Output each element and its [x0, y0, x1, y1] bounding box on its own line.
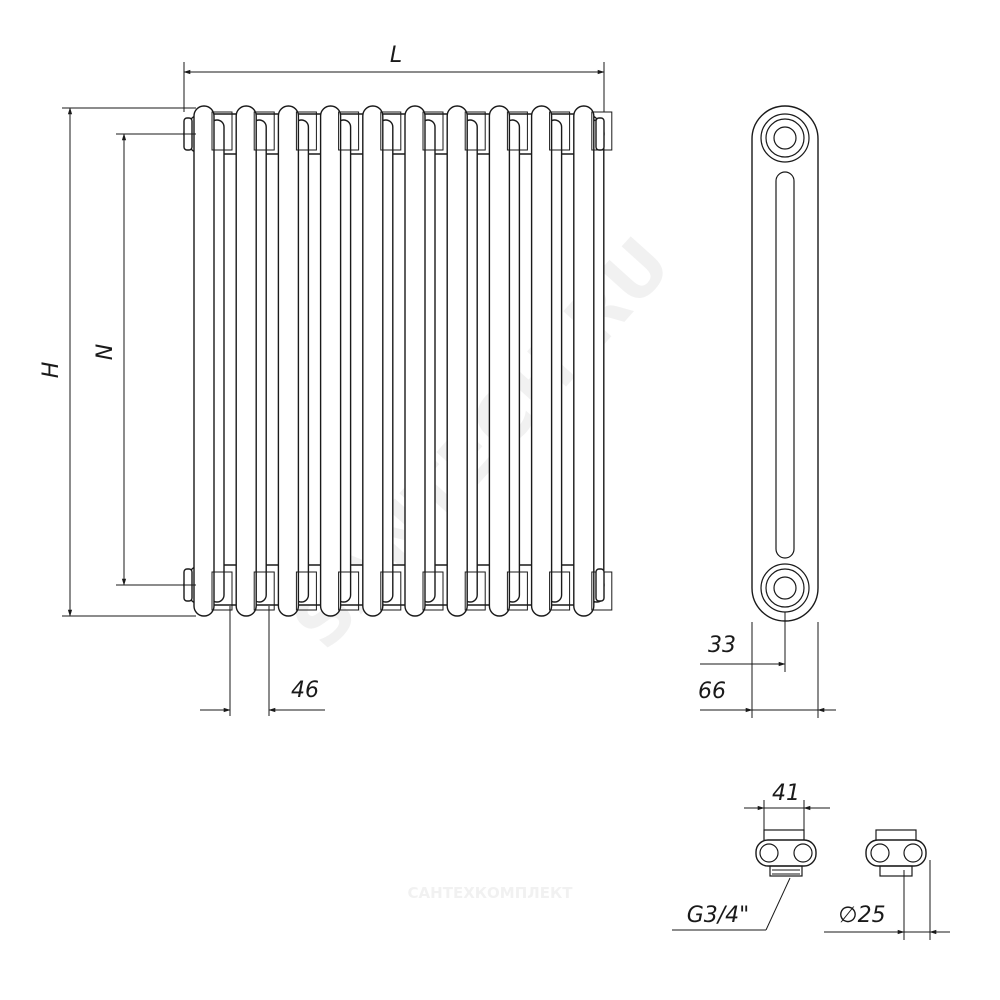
dimension-depth: 66: [698, 622, 836, 718]
end-plug: [595, 117, 605, 151]
dimension-diameter: ∅25: [824, 860, 950, 940]
dimension-label-fitting-width: 41: [772, 781, 800, 806]
radiator-section: [446, 105, 486, 617]
radiator-section: [404, 105, 444, 617]
threaded-fitting: [755, 829, 817, 877]
dimension-label-axis-offset: 33: [708, 633, 736, 658]
dimension-label-height: H: [39, 362, 64, 379]
plain-fitting: [865, 829, 927, 877]
dimension-axis: N: [93, 133, 196, 586]
dimension-label-axis: N: [93, 344, 118, 360]
dimension-label-pitch: 46: [291, 678, 319, 703]
end-plug: [595, 568, 605, 602]
dimension-label-thread: G3/4": [687, 903, 750, 928]
dimension-label-depth: 66: [698, 679, 726, 704]
radiator-section: [573, 105, 613, 617]
side-channel-slot: [775, 171, 795, 559]
side-view: [751, 105, 819, 622]
radiator-section: [235, 105, 275, 617]
radiator-section: [488, 105, 528, 617]
dimension-height: H: [39, 107, 196, 617]
dimension-length: L: [183, 43, 605, 112]
top-connection: [760, 113, 810, 163]
dimension-pitch: 46: [200, 606, 325, 716]
front-view: [183, 105, 613, 617]
radiator-section: [362, 105, 402, 617]
radiator-section: [319, 105, 360, 617]
radiator-sections: [183, 105, 613, 617]
dimension-fitting-width: 41: [744, 781, 830, 830]
dimension-axis-offset: 33: [700, 612, 786, 718]
dimension-label-length: L: [390, 43, 402, 68]
watermark-logo-text: САНТЕХКОМПЛЕКТ: [408, 884, 574, 902]
dimension-thread: G3/4": [672, 877, 791, 931]
radiator-section: [530, 105, 571, 617]
side-section-body: [751, 105, 819, 622]
radiator-section: [277, 105, 317, 617]
radiator-section: [193, 105, 233, 617]
dimension-label-diameter: ∅25: [838, 903, 885, 928]
